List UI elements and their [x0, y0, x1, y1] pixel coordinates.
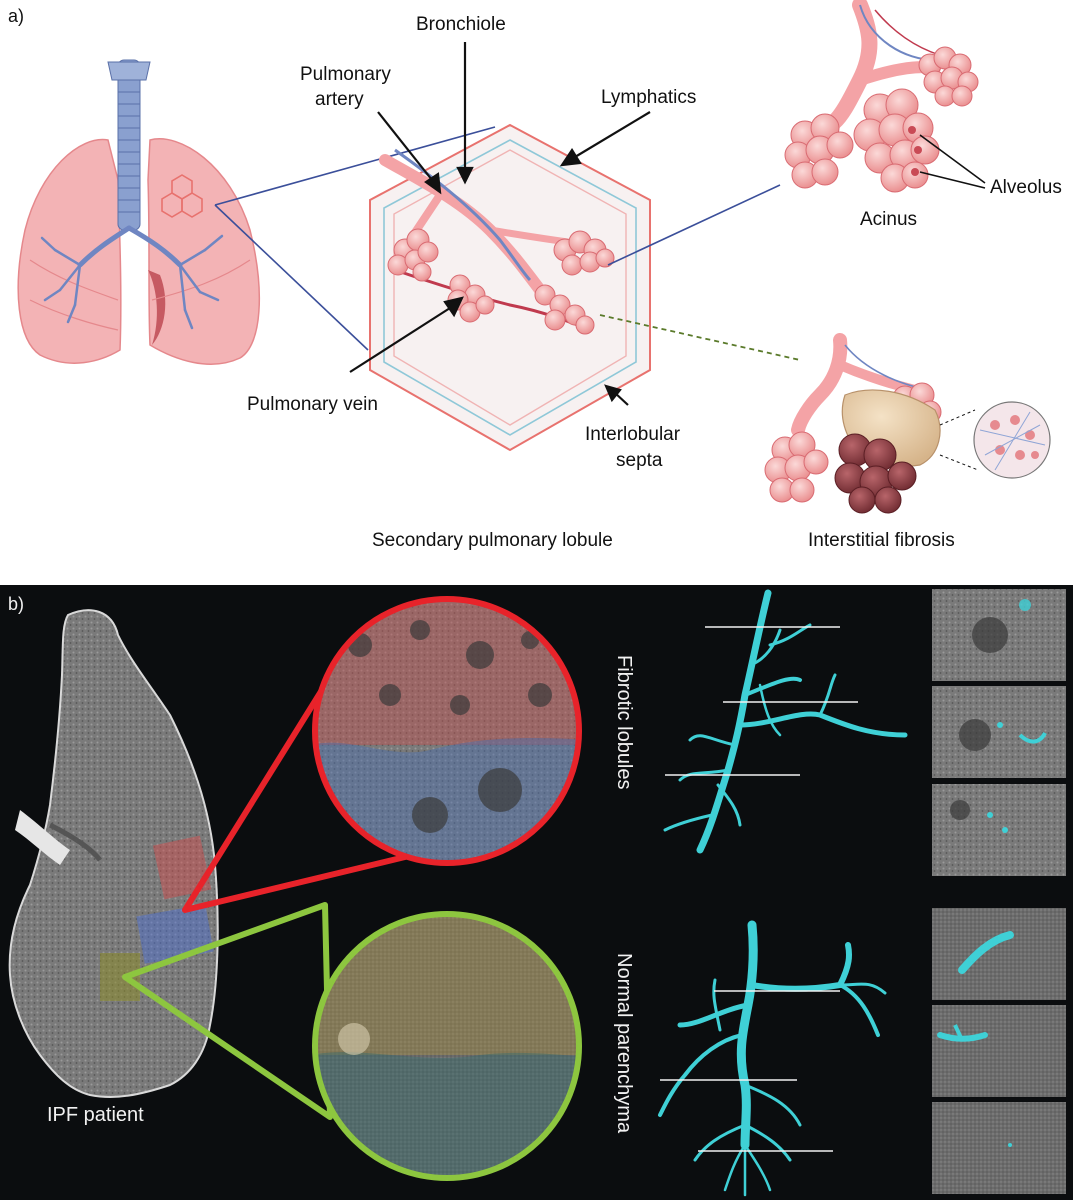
panel-a-tag: a) — [8, 6, 24, 26]
label-bronchiole: Bronchiole — [416, 14, 506, 35]
alveolus-pointer-1 — [919, 134, 986, 184]
panel-b-illustration: b) F — [8, 589, 1066, 1197]
label-normal-parenchyma: Normal parenchyma — [613, 953, 635, 1134]
fibrotic-ct-thumb-1 — [932, 589, 1066, 681]
normal-ct-thumb-3 — [932, 1102, 1066, 1194]
label-interlobular-line1: Interlobular — [585, 424, 681, 445]
label-pulmonary-artery-line2: artery — [315, 89, 364, 110]
fibrotic-ct-thumb-2 — [932, 686, 1066, 778]
label-acinus: Acinus — [860, 209, 917, 230]
acinus-illustration — [784, 0, 979, 193]
secondary-lobule-diagram — [369, 123, 651, 452]
label-pulmonary-vein: Pulmonary vein — [247, 394, 378, 415]
fibrotic-ct-thumb-3 — [932, 784, 1066, 876]
label-interstitial-fibrosis: Interstitial fibrosis — [808, 530, 955, 551]
label-alveolus: Alveolus — [990, 177, 1062, 198]
alveolus-pointer-2 — [919, 171, 986, 189]
normal-ct-thumb-2 — [932, 1005, 1066, 1097]
normal-zoom-circle — [312, 911, 582, 1181]
panel-b: b) F — [0, 585, 1073, 1200]
fibrosis-link-line — [599, 314, 801, 361]
fibrotic-airway-tree — [663, 589, 908, 854]
panel-a-illustration: a) — [8, 0, 1062, 551]
interstitial-fibrosis-illustration — [764, 333, 1051, 514]
label-lymphatics: Lymphatics — [601, 87, 696, 108]
normal-ct-thumbnails — [932, 908, 1066, 1194]
label-ipf-patient: IPF patient — [47, 1104, 144, 1126]
arrows — [349, 42, 651, 406]
normal-slice-lines — [660, 990, 840, 1152]
label-pulmonary-artery-line1: Pulmonary — [300, 64, 391, 85]
fibrotic-zoom-circle — [312, 596, 582, 866]
fibrotic-ct-thumbnails — [932, 589, 1066, 876]
fibrotic-slice-lines — [665, 626, 858, 776]
ipf-lung-ct-slice — [8, 609, 219, 1098]
label-interlobular-line2: septa — [616, 450, 663, 471]
panel-b-tag: b) — [8, 594, 24, 614]
zoom-line-top — [214, 126, 496, 206]
lungs-illustration — [17, 59, 261, 365]
label-secondary-pulmonary-lobule: Secondary pulmonary lobule — [372, 530, 613, 551]
normal-ct-thumb-1 — [932, 908, 1066, 1000]
label-fibrotic-lobules: Fibrotic lobules — [613, 655, 635, 790]
zoom-line-bottom — [214, 204, 369, 351]
normal-airway-tree — [658, 920, 887, 1197]
panel-a: a) — [0, 0, 1073, 585]
acinus-link-line — [607, 184, 781, 266]
